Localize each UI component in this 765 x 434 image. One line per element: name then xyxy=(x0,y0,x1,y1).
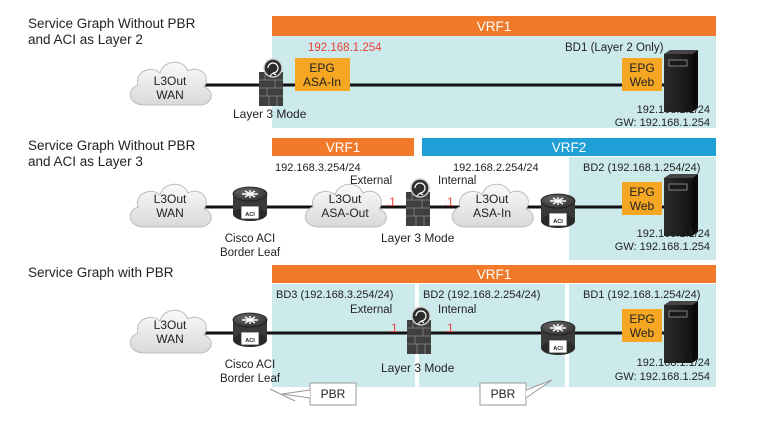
section2-cloud1-line2: WAN xyxy=(156,206,184,220)
section3-epg-line2: Web xyxy=(630,326,655,340)
section2-external-label: External xyxy=(350,175,392,187)
section1-server-ip: 192.168.1.1/24 xyxy=(637,104,710,116)
section3-vrf-bar xyxy=(272,265,716,283)
section1-vrf-label: VRF1 xyxy=(477,19,512,34)
section3-leaf-line2: Border Leaf xyxy=(220,373,281,385)
section3-bd3-label: BD3 (192.168.3.254/24) xyxy=(276,289,393,301)
section3-bd2-label: BD2 (192.168.2.254/24) xyxy=(423,289,540,301)
section2-border-leaf-icon xyxy=(232,186,268,222)
section3-server-gw: GW: 192.168.1.254 xyxy=(615,371,710,383)
section2-dot1-right: .1 xyxy=(444,197,454,209)
section1-server-icon xyxy=(663,49,699,113)
section3-cloud-line2: WAN xyxy=(156,332,184,346)
section2-epg-line1: EPG xyxy=(629,185,654,199)
section2-ip-left: 192.168.3.254/24 xyxy=(275,162,361,174)
section1-epg2-line1: EPG xyxy=(629,61,654,75)
section1-epg2-line2: Web xyxy=(630,75,655,89)
section1-epg-asa-in xyxy=(295,58,350,91)
section1-title-line1: Service Graph Without PBR xyxy=(28,16,196,31)
section3-dot1-right: .1 xyxy=(444,323,454,335)
section3-epg-line1: EPG xyxy=(629,312,654,326)
section1-firewall-icon xyxy=(258,58,284,107)
section3-border-leaf-icon xyxy=(232,312,268,348)
section2-ip-mid: 192.168.2.254/24 xyxy=(453,162,539,174)
section1-fw-label: Layer 3 Mode xyxy=(233,107,307,121)
section1-epg1-line1: EPG xyxy=(309,61,334,75)
section3-bd3-area xyxy=(272,284,415,387)
section-3: Service Graph with PBR VRF1 BD3 (192.168… xyxy=(28,265,716,406)
section1-cloud-line1: L3Out xyxy=(154,74,187,88)
pbr1-callout-tail xyxy=(281,389,311,399)
section-2: Service Graph Without PBR and ACI as Lay… xyxy=(28,138,716,260)
section2-leaf-line1: Cisco ACI xyxy=(225,233,276,245)
section3-bd2-area xyxy=(419,284,565,387)
section3-fw-label: Layer 3 Mode xyxy=(381,361,455,375)
section2-vrf2-label: VRF2 xyxy=(552,140,587,155)
section3-title: Service Graph with PBR xyxy=(28,265,174,280)
pbr2-callout-tail xyxy=(525,379,553,399)
section2-leaf-line2: Border Leaf xyxy=(220,247,281,259)
pbr1-pointer xyxy=(269,388,296,402)
section2-dot1-left: .1 xyxy=(386,197,396,209)
section3-external-label: External xyxy=(350,304,392,316)
section1-vrf-bar xyxy=(272,16,716,36)
section2-cloud3-line1: L3Out xyxy=(476,192,509,206)
section1-title-line2: and ACI as Layer 2 xyxy=(28,32,143,47)
section3-leaf-line1: Cisco ACI xyxy=(225,359,276,371)
pbr1-label: PBR xyxy=(321,387,346,401)
section1-epg1-line2: ASA-In xyxy=(303,75,341,89)
section3-leaf-icon xyxy=(540,320,576,356)
section2-vrf1-label: VRF1 xyxy=(326,140,361,155)
section2-server-icon xyxy=(663,173,699,237)
section2-epg-line2: Web xyxy=(630,199,655,213)
section2-title-line2: and ACI as Layer 3 xyxy=(28,154,143,169)
section2-title-line1: Service Graph Without PBR xyxy=(28,138,196,153)
section-1: Service Graph Without PBR and ACI as Lay… xyxy=(28,16,716,129)
section3-dot1-left: .1 xyxy=(388,323,398,335)
section1-epg-web xyxy=(622,58,662,91)
section2-leaf-icon xyxy=(540,193,576,229)
section2-fw-label: Layer 3 Mode xyxy=(381,231,455,245)
section2-epg-web xyxy=(622,182,662,215)
section1-cloud-line2: WAN xyxy=(156,88,184,102)
section2-server-gw: GW: 192.168.1.254 xyxy=(615,241,710,253)
section3-internal-label: Internal xyxy=(438,304,476,316)
section3-cloud-line1: L3Out xyxy=(154,318,187,332)
section3-server-icon xyxy=(663,300,699,364)
section2-internal-label: Internal xyxy=(438,175,476,187)
section3-server-ip: 192.168.1.1/24 xyxy=(637,357,710,369)
section1-server-gw: GW: 192.168.1.254 xyxy=(615,117,710,129)
section1-ip-red: 192.168.1.254 xyxy=(308,42,382,54)
section2-vrf2-bar xyxy=(422,138,716,156)
section2-cloud1-line1: L3Out xyxy=(154,192,187,206)
section2-cloud2-line1: L3Out xyxy=(329,192,362,206)
section2-cloud3-line2: ASA-In xyxy=(473,206,511,220)
section2-cloud2-line2: ASA-Out xyxy=(321,206,369,220)
section2-vrf1-bar xyxy=(272,138,414,156)
section3-epg-web xyxy=(622,309,662,342)
section1-bd-label: BD1 (Layer 2 Only) xyxy=(565,42,664,54)
section3-bd1-label: BD1 (192.168.1.254/24) xyxy=(583,289,700,301)
section2-bd-label: BD2 (192.168.1.254/24) xyxy=(583,162,700,174)
section2-firewall-icon xyxy=(405,178,431,227)
section2-server-ip: 192.168.1.1/24 xyxy=(637,228,710,240)
section3-vrf-label: VRF1 xyxy=(477,267,512,282)
pbr2-label: PBR xyxy=(491,387,516,401)
